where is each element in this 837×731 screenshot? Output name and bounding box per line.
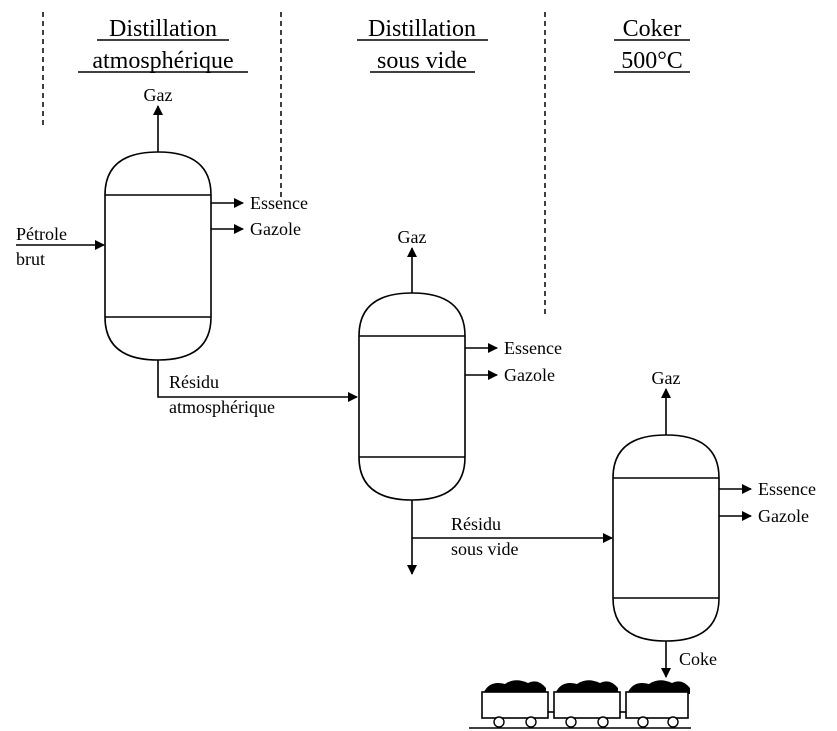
col2-essence-label: Essence <box>504 338 562 358</box>
coke-label: Coke <box>679 649 717 669</box>
feed-label-line1: Pétrole <box>16 224 67 244</box>
column-atmospheric <box>104 151 212 361</box>
svg-text:Distillation: Distillation <box>109 16 217 42</box>
column-vacuum <box>358 292 466 501</box>
coke-wagons-icon <box>469 680 691 729</box>
residue-vacuum-label-line2: sous vide <box>451 539 519 559</box>
col3-gas-label: Gaz <box>652 368 681 388</box>
feed-label-line2: brut <box>16 249 45 269</box>
header-vacuum: Distillation sous vide <box>357 16 488 74</box>
svg-text:Distillation: Distillation <box>368 16 476 42</box>
residue-atmospheric-label-line2: atmosphérique <box>169 397 275 417</box>
col1-gas-label: Gaz <box>144 85 173 105</box>
header-atmospheric: Distillation atmosphérique <box>78 16 248 74</box>
svg-text:atmosphérique: atmosphérique <box>92 48 233 74</box>
residue-atmospheric-line <box>157 360 358 402</box>
svg-text:500°C: 500°C <box>621 48 683 74</box>
residue-atmospheric-label-line1: Résidu <box>169 372 219 392</box>
col1-gazole-label: Gazole <box>250 219 301 239</box>
svg-text:sous vide: sous vide <box>377 48 467 74</box>
header-coker: Coker 500°C <box>614 16 690 74</box>
col3-gazole-label: Gazole <box>758 506 809 526</box>
col1-essence-label: Essence <box>250 193 308 213</box>
svg-text:Coker: Coker <box>623 16 682 42</box>
col2-gas-label: Gaz <box>398 227 427 247</box>
column-coker <box>612 434 720 642</box>
col2-gazole-label: Gazole <box>504 365 555 385</box>
col3-essence-label: Essence <box>758 479 816 499</box>
residue-vacuum-label-line1: Résidu <box>451 514 501 534</box>
